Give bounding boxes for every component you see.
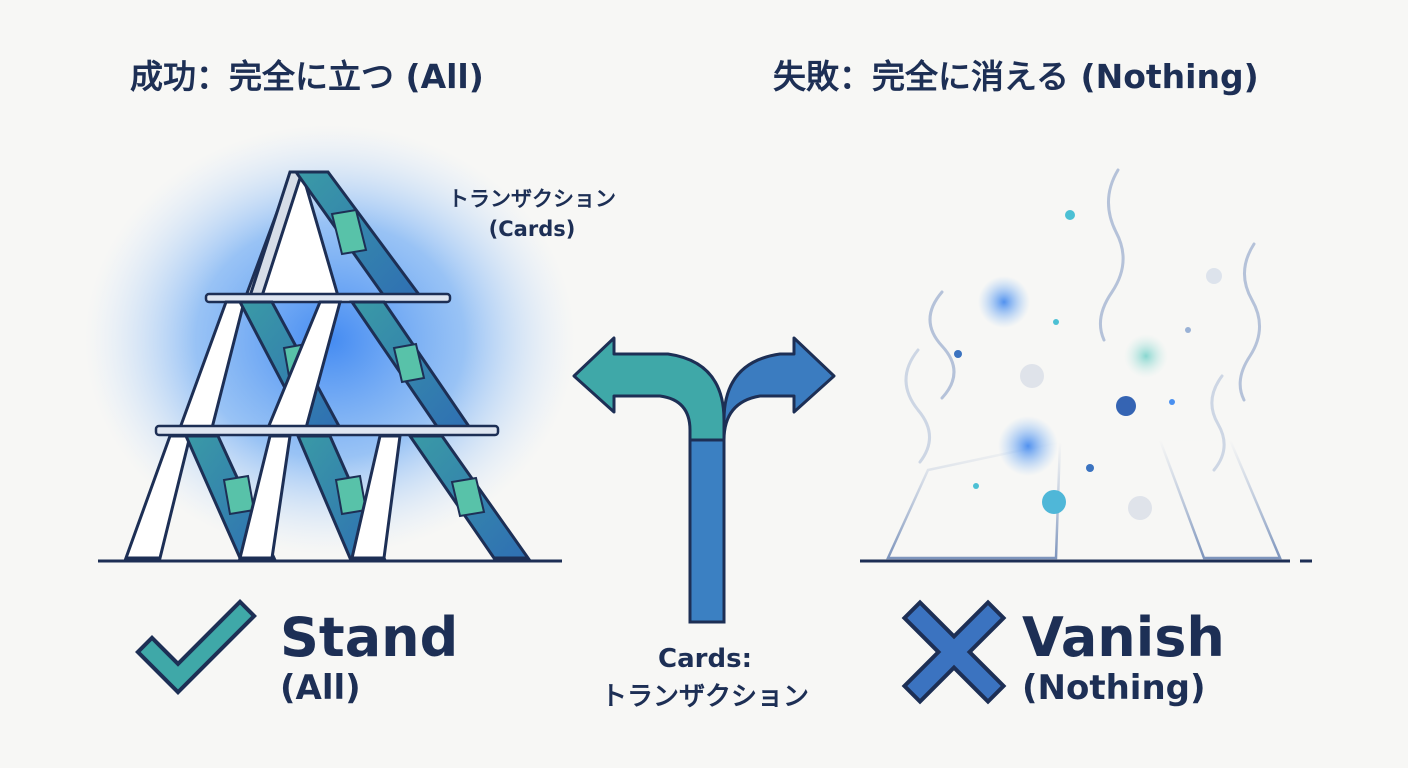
particle xyxy=(1128,496,1152,520)
center-label: Cards: トランザクション xyxy=(555,640,855,716)
cross-icon xyxy=(901,599,1007,705)
particle-orb xyxy=(998,416,1058,476)
particle xyxy=(1206,268,1222,284)
arrow-left-branch xyxy=(572,336,726,624)
failure-heading: 失敗：完全に消える (Nothing) xyxy=(773,57,1259,96)
check-icon xyxy=(135,599,257,695)
card-tier-top xyxy=(243,170,423,298)
card-shelf-middle xyxy=(154,424,500,437)
particle xyxy=(1065,210,1075,220)
particle-orb xyxy=(1124,334,1168,378)
particle xyxy=(1053,319,1059,325)
particle xyxy=(954,350,962,358)
particle xyxy=(973,483,979,489)
particle xyxy=(1116,396,1136,416)
house-of-cards xyxy=(85,125,575,563)
fork-arrow xyxy=(572,336,836,624)
particle xyxy=(1042,490,1066,514)
result-stand-subtitle: (All) xyxy=(280,668,361,708)
result-vanish: Vanish (Nothing) xyxy=(1022,606,1225,709)
center-label-line2: トランザクション xyxy=(600,682,809,712)
particle xyxy=(1086,464,1094,472)
center-label-line1: Cards: xyxy=(658,644,752,674)
cards-label: トランザクション (Cards) xyxy=(402,184,662,244)
result-stand-title: Stand xyxy=(280,606,459,669)
success-heading: 成功：完全に立つ (All) xyxy=(130,57,484,96)
cards-label-line2: (Cards) xyxy=(488,217,576,241)
arrow-right-branch xyxy=(722,336,836,624)
fading-card-right xyxy=(1158,438,1282,560)
particle xyxy=(1169,399,1175,405)
particle-orb xyxy=(978,276,1030,328)
particle xyxy=(1020,364,1044,388)
particle xyxy=(1185,327,1191,333)
cards-label-line1: トランザクション xyxy=(448,187,616,211)
result-vanish-title: Vanish xyxy=(1022,606,1225,669)
vanish-scene xyxy=(860,168,1312,563)
result-stand: Stand (All) xyxy=(280,606,459,709)
arrow-stem xyxy=(688,438,726,624)
result-vanish-subtitle: (Nothing) xyxy=(1022,668,1206,708)
card-tier-bottom xyxy=(123,434,531,560)
